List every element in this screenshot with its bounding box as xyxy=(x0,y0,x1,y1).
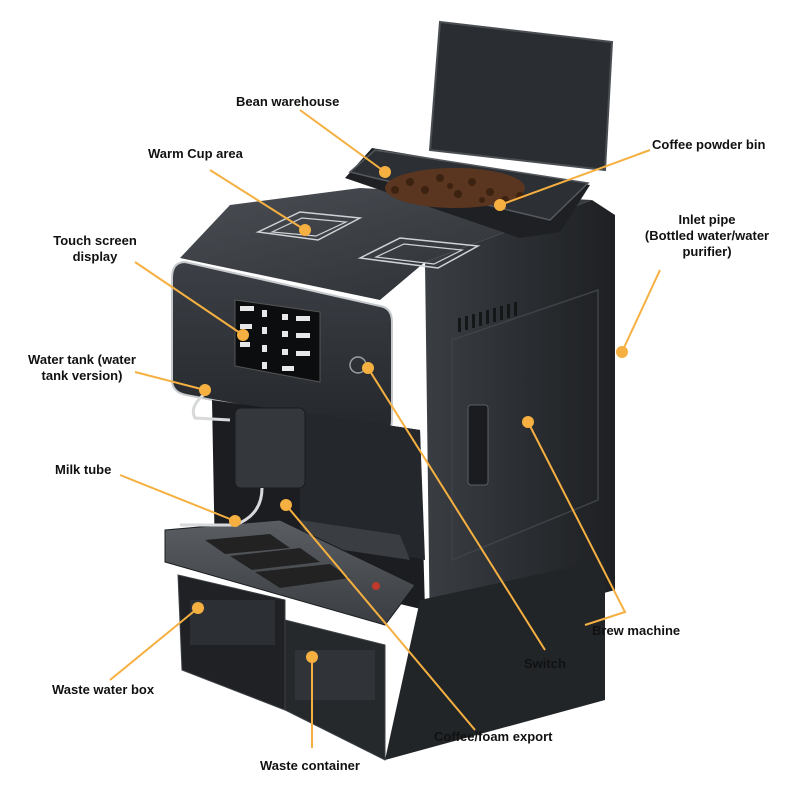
leader-lines xyxy=(109,109,661,748)
label-milk-tube: Milk tube xyxy=(55,462,112,477)
bean-hopper xyxy=(345,20,614,238)
coffee-spout xyxy=(234,407,306,489)
screen-icons xyxy=(240,306,310,371)
lower-base-side xyxy=(385,560,605,760)
door-handle xyxy=(467,404,489,486)
label-touch-screen-line1: Touch screen xyxy=(53,233,137,248)
drawer-face-left xyxy=(190,600,275,645)
tray-slots xyxy=(205,534,350,588)
side-panel xyxy=(425,200,615,640)
leader-brew-machine xyxy=(527,421,627,626)
label-water-tank-line2: tank version) xyxy=(41,368,123,383)
hopper-lid xyxy=(428,20,614,172)
control-head xyxy=(171,260,393,434)
label-brew-machine: Brew machine xyxy=(592,623,681,638)
leader-dots xyxy=(192,166,628,663)
brew-door xyxy=(451,288,599,562)
label-inlet-pipe: Inlet pipe (Bottled water/water purifier… xyxy=(632,212,782,260)
leader-bean-warehouse xyxy=(299,109,386,173)
leader-waste-water xyxy=(109,607,199,681)
label-waste-container: Waste container xyxy=(260,758,360,773)
leader-touch-screen xyxy=(134,261,244,336)
label-coffee-powder-bin: Coffee powder bin xyxy=(652,137,766,152)
label-inlet-pipe-line3: purifier) xyxy=(682,244,732,259)
drip-tray xyxy=(164,519,416,626)
tray-indicator xyxy=(372,582,380,590)
label-warm-cup-area: Warm Cup area xyxy=(148,146,243,161)
leader-inlet-pipe xyxy=(621,269,661,353)
label-touch-screen-line2: display xyxy=(72,249,118,264)
warm-cup-pad-2-inner xyxy=(373,243,465,265)
leader-milk-tube xyxy=(119,474,236,522)
label-inlet-pipe-line1: Inlet pipe xyxy=(678,212,736,227)
label-water-tank-line1: Water tank (water xyxy=(28,352,136,367)
label-coffee-foam-export: Coffee/foam export xyxy=(434,729,553,744)
label-touch-screen: Touch screen display xyxy=(40,233,150,265)
leader-coffee-powder-bin xyxy=(499,149,651,206)
lower-drawers xyxy=(177,560,605,761)
label-water-tank: Water tank (water tank version) xyxy=(12,352,152,384)
coffee-beans xyxy=(385,168,525,208)
label-bean-warehouse: Bean warehouse xyxy=(236,94,340,109)
leader-coffee-foam xyxy=(285,504,476,731)
bean-texture xyxy=(391,174,524,204)
leader-water-tank xyxy=(134,371,206,391)
vent-slots xyxy=(458,302,517,332)
label-waste-water-box: Waste water box xyxy=(52,682,155,697)
warm-cup-pad-2 xyxy=(357,237,481,269)
inner-grate xyxy=(300,520,410,560)
label-switch: Switch xyxy=(524,656,566,671)
brew-cavity-wall xyxy=(300,412,425,560)
leader-warm-cup xyxy=(209,169,306,231)
leader-switch xyxy=(367,367,546,651)
label-inlet-pipe-line2: (Bottled water/water xyxy=(644,228,770,243)
